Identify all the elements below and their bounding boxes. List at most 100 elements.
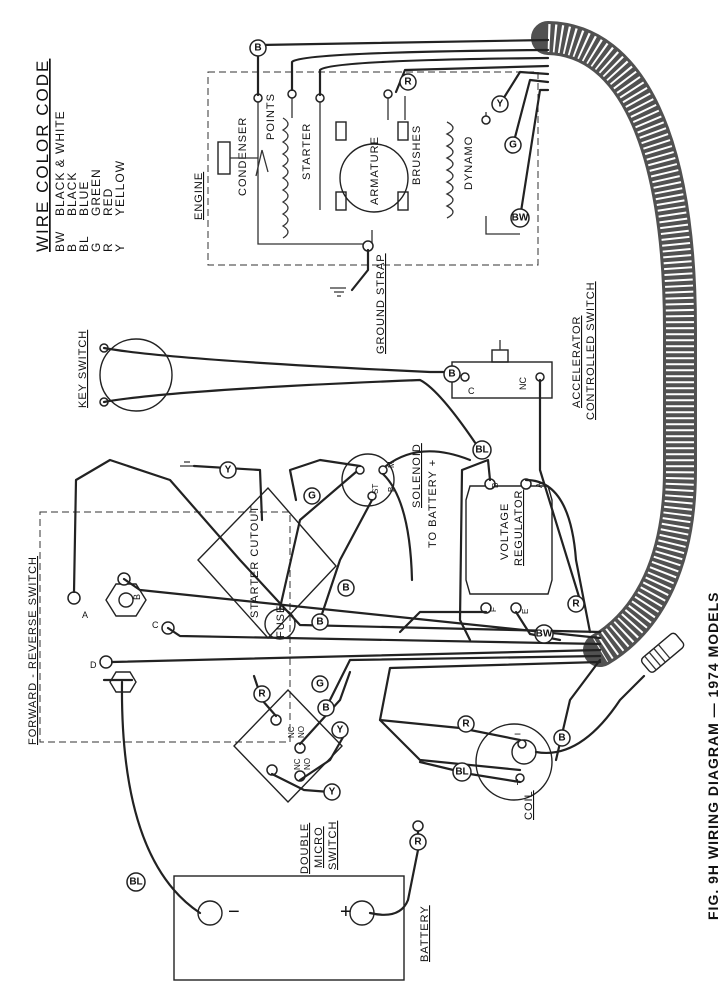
wire-tag-r-bundle: R — [567, 595, 585, 613]
wire-tags: B R Y G BW B BL Y G B B R BW R G B Y R B… — [126, 39, 585, 892]
double-micro-label-line1: DOUBLE — [299, 823, 311, 874]
wire-tag-b-coil-text: B — [558, 733, 565, 744]
accelerator-label-line2: CONTROLLED SWITCH — [585, 281, 597, 420]
wire-tag-r-coil: R — [457, 715, 475, 733]
points — [255, 149, 269, 177]
regulator-term-a: A — [535, 482, 544, 488]
wire-tag-b-micro: B — [317, 699, 335, 717]
coil-label: COIL — [523, 790, 535, 820]
wire-tag-r-micro-text: R — [258, 689, 266, 700]
starter-coil — [281, 117, 289, 239]
regulator-term-e: E — [521, 609, 530, 614]
wire-tag-b-micro-text: B — [322, 703, 329, 714]
key-switch-label: KEY SWITCH — [77, 330, 89, 408]
wire-tag-b-fuse-text: B — [316, 617, 323, 628]
wire-tag-bl-battery: BL — [126, 872, 146, 892]
accelerator-switch: C NC ACCELERATOR CONTROLLED SWITCH — [451, 281, 597, 420]
wire-tag-y-micro-low-text: Y — [329, 787, 336, 798]
engine: ENGINE CONDENSER POINTS STARTER ARMATURE… — [193, 71, 539, 266]
dynamo-label: DYNAMO — [463, 136, 475, 190]
legend-title: WIRE COLOR CODE — [33, 59, 52, 252]
regulator-term-b: B — [491, 483, 500, 488]
accelerator-term-c: C — [468, 386, 475, 396]
wire-tag-r: R — [399, 73, 417, 91]
wire-tag-g-micro-text: G — [316, 679, 324, 690]
condenser — [217, 141, 231, 175]
wire-tag-y-ground-text: Y — [225, 465, 232, 476]
wire-tag-bw: BW — [510, 208, 530, 228]
accelerator-term-nc: NC — [518, 377, 528, 390]
fwd-rev-term-a: A — [82, 610, 88, 620]
points-label: POINTS — [265, 93, 277, 140]
battery-positive: + — [340, 901, 352, 923]
solenoid-term-st: ST — [371, 484, 380, 494]
wire-tag-b-accel: B — [443, 365, 461, 383]
wire-tag-bl-battery-text: BL — [129, 877, 142, 888]
wire-tag-bw-text: BW — [512, 213, 529, 224]
voltage-regulator-label-line1: VOLTAGE — [499, 503, 511, 560]
wire-tag-b-text: B — [254, 43, 261, 54]
key-switch: KEY SWITCH — [77, 330, 173, 412]
legend-code-y: Y — [113, 243, 127, 252]
solenoid-term-m: M — [387, 461, 396, 468]
legend-code-b: B — [65, 243, 79, 252]
wire-tag-bl-coil: BL — [452, 762, 472, 782]
legend-code-g: G — [89, 242, 103, 252]
solenoid-term-b: B — [387, 487, 396, 492]
double-micro-label-line2: MICRO — [313, 826, 325, 868]
engine-boundary — [207, 71, 539, 266]
figure-caption: FIG. 9H WIRING DIAGRAM — 1974 MODELS — [705, 592, 721, 920]
ground-strap: GROUND STRAP — [330, 248, 387, 354]
wire-tag-y-ground: Y — [219, 461, 237, 479]
wire-tag-bw-reg: BW — [534, 624, 554, 644]
ground-strap-label: GROUND STRAP — [375, 253, 387, 354]
wire-tag-b-coil: B — [553, 729, 571, 747]
wire-tag-b-accel-text: B — [448, 369, 455, 380]
wire-tag-r-coil-text: R — [462, 719, 470, 730]
spark-plug-boot — [640, 632, 685, 673]
micro-switch-no-1: NO — [297, 726, 306, 738]
wire-tag-bl-reg-text: BL — [475, 445, 488, 456]
wire-tag-g-micro: G — [311, 675, 329, 693]
wire-tag-g: G — [504, 136, 522, 154]
starter-cutout: STARTER CUTOUT — [197, 486, 337, 640]
wire-tag-bl-reg: BL — [472, 440, 492, 460]
double-micro-switch: NC NO NC NO DOUBLE MICRO SWITCH — [233, 688, 343, 874]
legend-color-bw: BLACK & WHITE — [53, 110, 67, 216]
legend-color-bl: BLUE — [77, 181, 91, 216]
wire-color-code-legend: WIRE COLOR CODE BW BLACK & WHITE B BLACK… — [33, 59, 127, 252]
legend-code-r: R — [101, 242, 115, 252]
micro-switch-nc-1: NC — [287, 726, 296, 738]
legend-color-r: RED — [101, 188, 115, 216]
legend-code-bw: BW — [53, 231, 67, 252]
wire-tag-y-micro-text: Y — [337, 725, 344, 736]
legend-color-y: YELLOW — [113, 160, 127, 216]
wire-tag-r-battery-text: R — [414, 837, 422, 848]
voltage-regulator: VOLTAGE REGULATOR B A F E — [465, 478, 553, 614]
wire-tag-g-sol: G — [303, 487, 321, 505]
wire-tag-y-text: Y — [497, 99, 504, 110]
wire-tag-y: Y — [491, 95, 509, 113]
wire-tag-y-micro-low: Y — [323, 783, 341, 801]
regulator-term-f: F — [489, 607, 498, 612]
wire-tag-b-cutout: B — [337, 579, 355, 597]
wire-tag-r-battery: R — [409, 833, 427, 851]
wire-tag-b: B — [249, 39, 267, 57]
wire-tag-b-cutout-text: B — [342, 583, 349, 594]
armature — [339, 143, 409, 213]
solenoid-label: SOLENOID — [411, 443, 423, 508]
double-micro-label-line3: SWITCH — [327, 821, 339, 870]
fwd-rev-term-b: B — [132, 594, 142, 600]
micro-switch-nc-2: NC — [293, 758, 302, 770]
wire-tag-g-text: G — [509, 140, 517, 151]
accelerator-label-line1: ACCELERATOR — [571, 315, 583, 408]
dynamo-coil — [445, 121, 454, 219]
starter-label: STARTER — [301, 123, 313, 180]
micro-switch-no-2: NO — [303, 758, 312, 770]
battery-negative: − — [228, 901, 240, 923]
wire-tag-r-micro: R — [253, 685, 271, 703]
wire-tag-bw-reg-text: BW — [536, 629, 553, 640]
fwd-rev-term-d: D — [90, 660, 97, 670]
brushes-label: BRUSHES — [411, 125, 423, 185]
